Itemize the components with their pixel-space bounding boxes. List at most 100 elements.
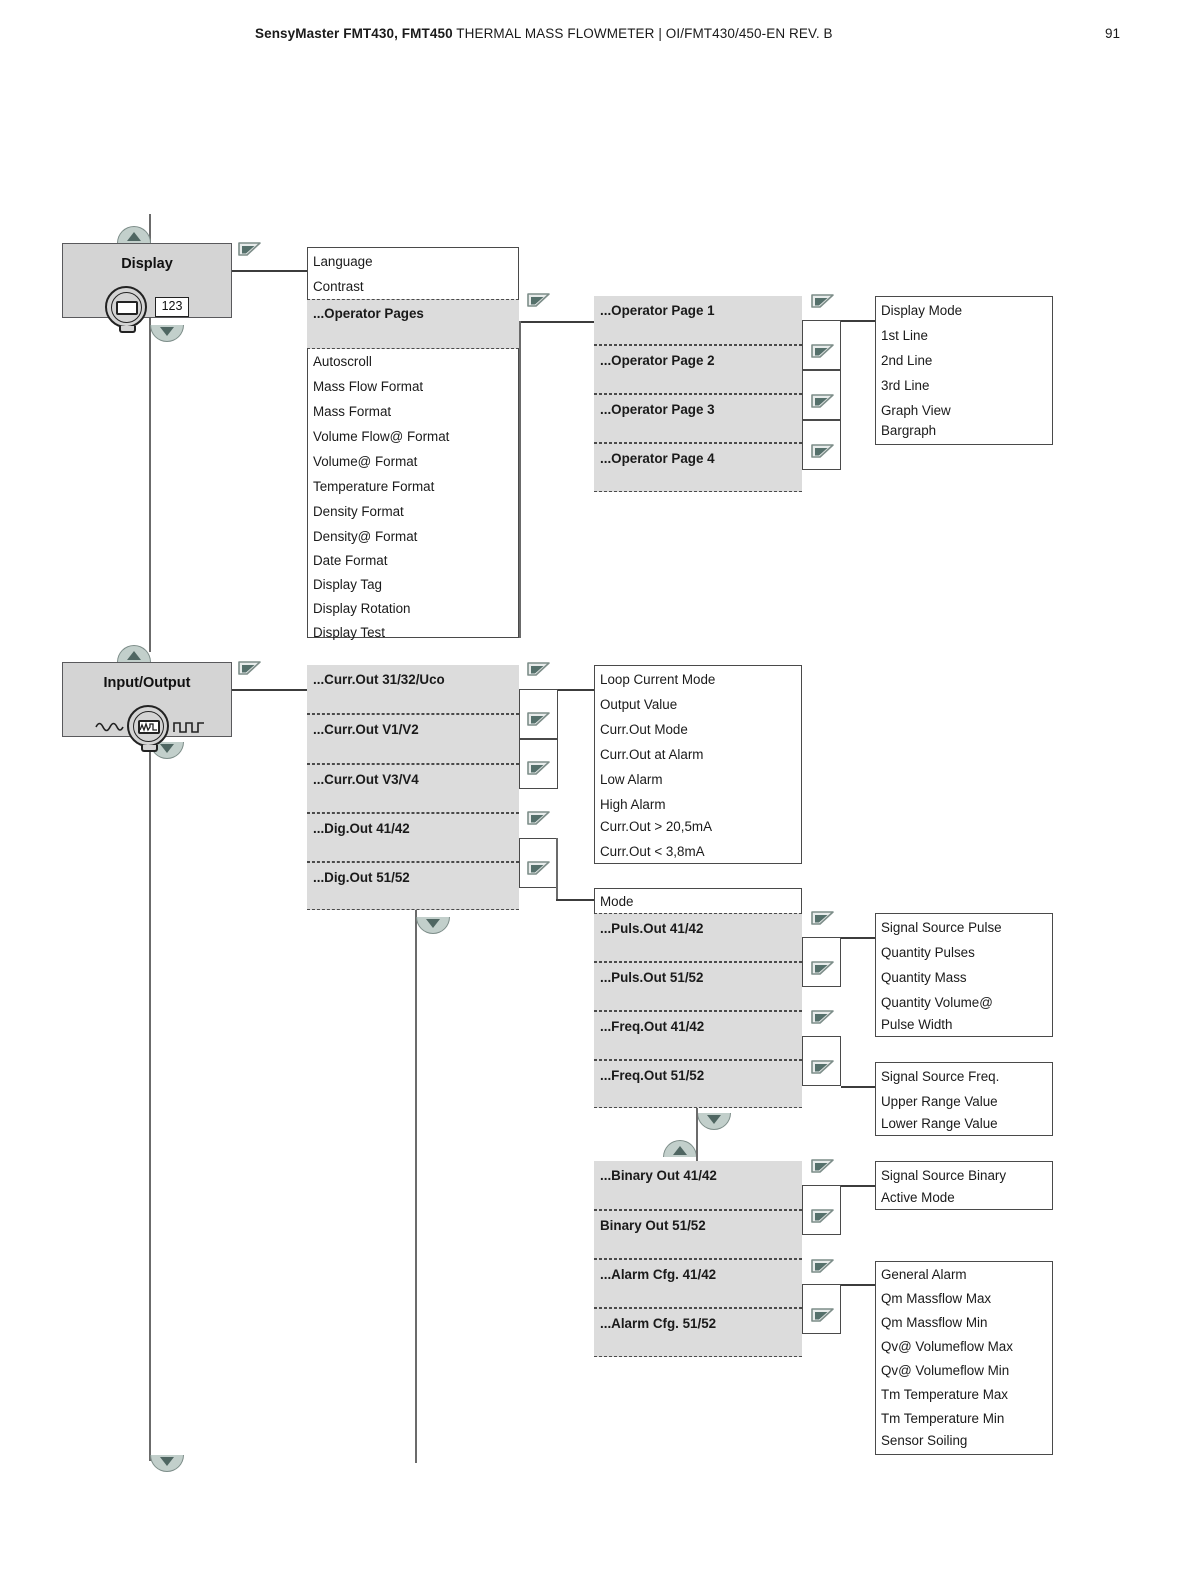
menu-item-mass-format[interactable]: Mass Format	[313, 404, 392, 419]
menu-item-dig-out-51-52[interactable]: ...Dig.Out 51/52	[307, 862, 519, 910]
menu-item-operator-page-2[interactable]: ...Operator Page 2	[594, 345, 802, 394]
flag-icon[interactable]	[526, 810, 552, 832]
menu-item-alarm-cfg-51-52[interactable]: ...Alarm Cfg. 51/52	[594, 1308, 802, 1357]
menu-item-3rd-line[interactable]: 3rd Line	[881, 378, 930, 393]
flag-icon[interactable]	[810, 1208, 836, 1230]
menu-item-operator-page-4[interactable]: ...Operator Page 4	[594, 443, 802, 492]
menu-item-general-alarm[interactable]: General Alarm	[881, 1267, 967, 1282]
connector-binary-detail	[841, 1185, 877, 1187]
flag-icon[interactable]	[810, 293, 836, 315]
menu-item-binary-out-41-42[interactable]: ...Binary Out 41/42	[594, 1161, 802, 1210]
menu-item-autoscroll[interactable]: Autoscroll	[313, 354, 372, 369]
nav-arrow-down-icon[interactable]	[697, 1113, 731, 1130]
menu-item-display-mode[interactable]: Display Mode	[881, 303, 963, 318]
menu-item-qm-massflow-max[interactable]: Qm Massflow Max	[881, 1291, 992, 1306]
document-title-bold: SensyMaster FMT430, FMT450	[255, 26, 453, 41]
flag-icon[interactable]	[810, 1307, 836, 1329]
menu-item-curr-out-below[interactable]: Curr.Out < 3,8mA	[600, 844, 705, 859]
flag-icon[interactable]	[810, 1258, 836, 1280]
menu-item-active-mode[interactable]: Active Mode	[881, 1190, 955, 1205]
menu-item-high-alarm[interactable]: High Alarm	[600, 797, 666, 812]
menu-item-mode[interactable]: Mode	[600, 894, 634, 909]
page-header: SensyMaster FMT430, FMT450 THERMAL MASS …	[0, 26, 1191, 48]
menu-item-signal-source-binary[interactable]: Signal Source Binary	[881, 1168, 1007, 1183]
menu-item-display-tag[interactable]: Display Tag	[313, 577, 382, 592]
menu-item-freq-out-41-42[interactable]: ...Freq.Out 41/42	[594, 1011, 802, 1060]
menu-item-pulse-width[interactable]: Pulse Width	[881, 1017, 953, 1032]
flag-icon[interactable]	[526, 760, 552, 782]
menu-item-curr-out-at-alarm[interactable]: Curr.Out at Alarm	[600, 747, 704, 762]
menu-item-bargraph[interactable]: Bargraph	[881, 423, 937, 438]
menu-item-puls-out-41-42[interactable]: ...Puls.Out 41/42	[594, 913, 802, 962]
menu-item-operator-page-1[interactable]: ...Operator Page 1	[594, 296, 802, 345]
menu-item-mass-flow-format[interactable]: Mass Flow Format	[313, 379, 424, 394]
flag-icon[interactable]	[237, 241, 263, 263]
flag-icon[interactable]	[526, 661, 552, 683]
flag-icon[interactable]	[526, 860, 552, 882]
menu-item-puls-out-51-52[interactable]: ...Puls.Out 51/52	[594, 962, 802, 1011]
menu-item-curr-out-v1-v2[interactable]: ...Curr.Out V1/V2	[307, 714, 519, 764]
submenu-connector-box	[802, 1036, 841, 1086]
nav-arrow-up-icon[interactable]	[663, 1140, 697, 1157]
menu-item-display-rotation[interactable]: Display Rotation	[313, 601, 411, 616]
menu-item-signal-source-freq[interactable]: Signal Source Freq.	[881, 1069, 1000, 1084]
menu-item-2nd-line[interactable]: 2nd Line	[881, 353, 933, 368]
menu-item-upper-range-value[interactable]: Upper Range Value	[881, 1094, 998, 1109]
nav-arrow-up-icon[interactable]	[117, 645, 151, 662]
flag-icon[interactable]	[810, 960, 836, 982]
menu-item-output-value[interactable]: Output Value	[600, 697, 678, 712]
flag-icon[interactable]	[237, 660, 263, 682]
menu-item-qv-volumeflow-min[interactable]: Qv@ Volumeflow Min	[881, 1363, 1010, 1378]
menu-item-volume-flow-format[interactable]: Volume Flow@ Format	[313, 429, 450, 444]
nav-arrow-down-icon[interactable]	[150, 1455, 184, 1472]
menu-item-sensor-soiling[interactable]: Sensor Soiling	[881, 1433, 968, 1448]
flag-icon[interactable]	[810, 910, 836, 932]
menu-item-curr-out-mode[interactable]: Curr.Out Mode	[600, 722, 688, 737]
menu-item-volume-format[interactable]: Volume@ Format	[313, 454, 418, 469]
display-icon-row: 123	[63, 286, 231, 334]
menu-item-dig-out-41-42[interactable]: ...Dig.Out 41/42	[307, 813, 519, 862]
menu-item-display-test[interactable]: Display Test	[313, 625, 385, 640]
menu-item-signal-source-pulse[interactable]: Signal Source Pulse	[881, 920, 1002, 935]
menu-item-density-format[interactable]: Density Format	[313, 504, 404, 519]
menu-item-language[interactable]: Language	[313, 254, 373, 269]
menu-item-alarm-cfg-41-42[interactable]: ...Alarm Cfg. 41/42	[594, 1259, 802, 1308]
nav-arrow-up-icon[interactable]	[117, 226, 151, 243]
menu-item-tm-temperature-min[interactable]: Tm Temperature Min	[881, 1411, 1005, 1426]
group-block-display[interactable]: Display 123	[62, 243, 232, 333]
menu-item-freq-out-51-52[interactable]: ...Freq.Out 51/52	[594, 1060, 802, 1108]
flag-icon[interactable]	[810, 393, 836, 415]
menu-item-quantity-volume[interactable]: Quantity Volume@	[881, 995, 993, 1010]
menu-item-1st-line[interactable]: 1st Line	[881, 328, 928, 343]
flag-icon[interactable]	[810, 443, 836, 465]
menu-item-quantity-mass[interactable]: Quantity Mass	[881, 970, 967, 985]
menu-item-graph-view[interactable]: Graph View	[881, 403, 951, 418]
menu-item-density-at-format[interactable]: Density@ Format	[313, 529, 418, 544]
group-block-input-output[interactable]: Input/Output	[62, 662, 232, 752]
menu-item-qm-massflow-min[interactable]: Qm Massflow Min	[881, 1315, 988, 1330]
menu-item-date-format[interactable]: Date Format	[313, 553, 388, 568]
flag-icon[interactable]	[810, 1009, 836, 1031]
nav-arrow-down-icon[interactable]	[416, 917, 450, 934]
menu-item-curr-out-31-32-uco[interactable]: ...Curr.Out 31/32/Uco	[307, 665, 519, 714]
menu-item-qv-volumeflow-max[interactable]: Qv@ Volumeflow Max	[881, 1339, 1013, 1354]
menu-item-operator-pages[interactable]: ...Operator Pages	[307, 299, 519, 349]
menu-item-curr-out-v3-v4[interactable]: ...Curr.Out V3/V4	[307, 764, 519, 813]
connector-pulse-detail	[841, 937, 877, 939]
menu-item-low-alarm[interactable]: Low Alarm	[600, 772, 663, 787]
flag-icon[interactable]	[810, 343, 836, 365]
menu-item-operator-page-3[interactable]: ...Operator Page 3	[594, 394, 802, 443]
menu-item-binary-out-51-52[interactable]: Binary Out 51/52	[594, 1210, 802, 1259]
menu-item-tm-temperature-max[interactable]: Tm Temperature Max	[881, 1387, 1009, 1402]
flag-icon[interactable]	[526, 711, 552, 733]
group-title-display: Display	[121, 256, 173, 272]
menu-item-loop-current-mode[interactable]: Loop Current Mode	[600, 672, 716, 687]
menu-item-contrast[interactable]: Contrast	[313, 279, 364, 294]
flag-icon[interactable]	[526, 292, 552, 314]
flag-icon[interactable]	[810, 1158, 836, 1180]
menu-item-curr-out-above[interactable]: Curr.Out > 20,5mA	[600, 819, 713, 834]
menu-item-temperature-format[interactable]: Temperature Format	[313, 479, 435, 494]
flag-icon[interactable]	[810, 1059, 836, 1081]
menu-item-quantity-pulses[interactable]: Quantity Pulses	[881, 945, 975, 960]
menu-item-lower-range-value[interactable]: Lower Range Value	[881, 1116, 998, 1131]
